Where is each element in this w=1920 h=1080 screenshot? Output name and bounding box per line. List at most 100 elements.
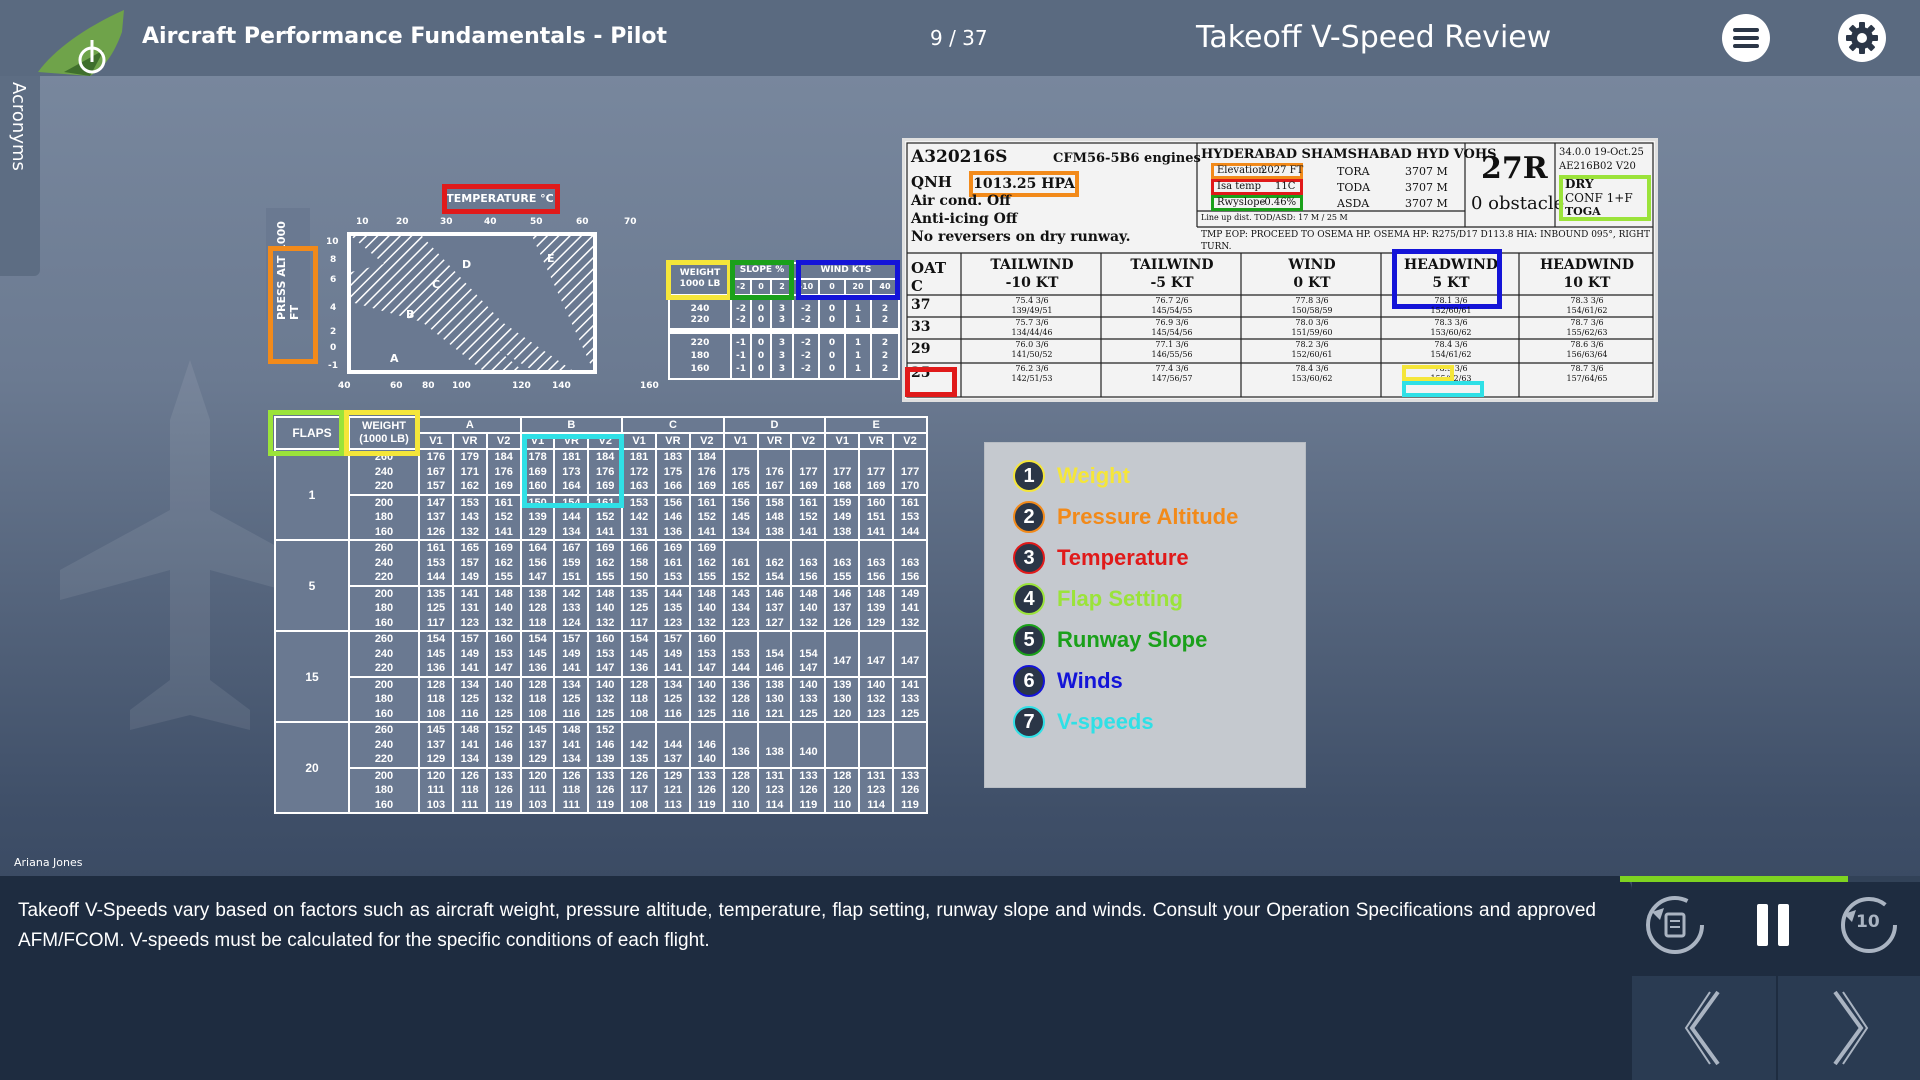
settings-button[interactable] — [1838, 14, 1886, 62]
rtow-cell-line: 150/58/59 — [1291, 306, 1333, 315]
weight-value: 180 — [374, 784, 394, 796]
mini-adjust-value: -2 — [801, 338, 811, 348]
wind-col-header: HEADWIND — [1539, 257, 1635, 273]
wind-col-header: TAILWIND — [1130, 257, 1214, 273]
rtow-cell-line: 153/60/62 — [1430, 328, 1472, 337]
acronyms-tab[interactable] — [0, 76, 40, 276]
replay-button[interactable] — [1642, 892, 1708, 958]
vspeed-cell: 160 153 147 — [485, 630, 522, 678]
vspeed-cell: 140 — [790, 721, 827, 769]
mini-weight-value: 220 — [690, 338, 710, 348]
vspeed-cell: 161 152 141 — [688, 493, 725, 541]
vspeed-cell: 128 118 108 — [621, 675, 658, 723]
runway-id: 27R — [1481, 151, 1548, 186]
rtow-cell-line: 78.3 3/6 — [1570, 296, 1604, 305]
mini-adjust-value: -2 — [801, 351, 811, 361]
vspeed-cell: 161 153 144 — [418, 539, 454, 587]
pause-button[interactable] — [1740, 892, 1806, 958]
wind-col-header: HEADWIND — [1403, 257, 1499, 273]
rtow-cell-line: 151/59/60 — [1291, 328, 1333, 337]
aircraft-type: A320216S — [911, 147, 1008, 167]
rtow-cell-line: 153/60/62 — [1291, 374, 1333, 383]
mini-col-header: 0 — [829, 282, 835, 291]
temperature-label: TEMPERATURE °C — [444, 186, 556, 210]
wind-highlight-box — [796, 260, 900, 300]
runway-slope-value: -0.46% — [1261, 197, 1297, 208]
runway-slope-highlight-box — [1211, 195, 1303, 211]
vspeed-cell: 153 143 132 — [451, 493, 488, 541]
subheader-v1: V1 — [824, 432, 861, 450]
weight-value: 180 — [374, 602, 394, 614]
rtow-cell-line: 145/54/55 — [1151, 306, 1193, 315]
weight-value: 240 — [374, 647, 394, 660]
rewind-10-button[interactable]: 10 — [1836, 892, 1902, 958]
vspeed-cell: 120 111 103 — [418, 766, 454, 814]
group-c-header: C — [621, 416, 725, 434]
slide-title: Takeoff V-Speed Review — [1196, 20, 1552, 55]
isa-temp-value: 11C — [1275, 181, 1296, 192]
vspeed-cell: 136 128 116 — [722, 675, 759, 723]
weight-value: 160 — [374, 525, 394, 538]
mini-adjust-value: 0 — [828, 364, 836, 374]
mini-adjust-value: 0 — [757, 351, 765, 361]
runway-slope-label: Rwyslope — [1217, 197, 1266, 208]
rtow-card-grid — [906, 142, 1654, 398]
vspeed-cell: 145 137 129 — [519, 721, 556, 769]
vspeed-cell: 133 126 119 — [587, 766, 624, 814]
vspeed-cell: 148 140 132 — [688, 584, 725, 632]
rtow-cell-line: 75.7 3/6 — [1015, 318, 1049, 327]
vspeed-cell: 133 126 119 — [790, 766, 827, 814]
next-button[interactable] — [1778, 976, 1920, 1080]
vspeed-cell: 147 137 126 — [418, 493, 454, 541]
vspeed-cell: 128 118 108 — [519, 675, 556, 723]
wind-col-header: 5 KT — [1432, 275, 1470, 291]
vspeed-cell: 184 176 169 — [485, 448, 522, 496]
vspeed-cell: 163 156 — [858, 539, 895, 587]
vspeed-cell: 162 154 — [756, 539, 793, 587]
engine-type: CFM56-5B6 engines — [1053, 151, 1201, 166]
svg-text:8: 8 — [330, 255, 336, 265]
elevation-label: Elevation — [1217, 165, 1265, 176]
isa-temp-label: Isa temp — [1217, 181, 1262, 192]
rtow-cell-line: 78.4 3/6 — [1295, 364, 1329, 373]
svg-text:10: 10 — [356, 217, 369, 227]
narration-panel: Takeoff V-Speeds vary based on factors s… — [0, 876, 1632, 1080]
mini-adjust-value: 3 — [778, 351, 786, 361]
mini-adjust-value: -1 — [736, 364, 746, 374]
subheader-vr: VR — [858, 432, 895, 450]
vspeed-cell: 138 128 118 — [519, 584, 556, 632]
rtow-cell-line: 78.0 3/6 — [1295, 318, 1329, 327]
mini-adjust-value: 0 — [757, 315, 765, 325]
svg-text:0: 0 — [330, 343, 336, 353]
gear-icon — [1846, 22, 1878, 54]
acronyms-tab-label[interactable]: Acronyms — [8, 82, 29, 171]
vspeed-cell: 138 130 121 — [756, 675, 793, 723]
weight-value: 200 — [374, 769, 394, 782]
air-cond: Air cond. Off — [911, 193, 1011, 209]
vspeed-cell: 140 132 125 — [688, 675, 725, 723]
progress-bar[interactable] — [1620, 876, 1920, 882]
previous-button[interactable] — [1632, 976, 1776, 1080]
mini-adjust-value: -2 — [736, 304, 746, 314]
vspeed-cell: 177 168 — [824, 448, 861, 496]
vspeed-cell: 136 — [722, 721, 759, 769]
vspeed-cell: 165 157 149 — [451, 539, 488, 587]
legend-label: Flap Setting — [1057, 586, 1183, 611]
mini-adjust-value: -1 — [736, 338, 746, 348]
vspeed-cell: 163 156 — [790, 539, 827, 587]
weight-highlight-box — [666, 260, 732, 300]
menu-button[interactable] — [1722, 14, 1770, 62]
subheader-v2: V2 — [790, 432, 827, 450]
vspeed-cell: 160 153 147 — [688, 630, 725, 678]
legend-label: Winds — [1057, 668, 1123, 693]
zone-e-label: E — [547, 252, 555, 265]
vspeed-cell: 134 125 116 — [655, 675, 691, 723]
mini-col-header: -10 — [798, 282, 814, 291]
mini-adjust-value: 0 — [828, 315, 836, 325]
rtow-cell-line: 77.8 3/6 — [1295, 296, 1329, 305]
